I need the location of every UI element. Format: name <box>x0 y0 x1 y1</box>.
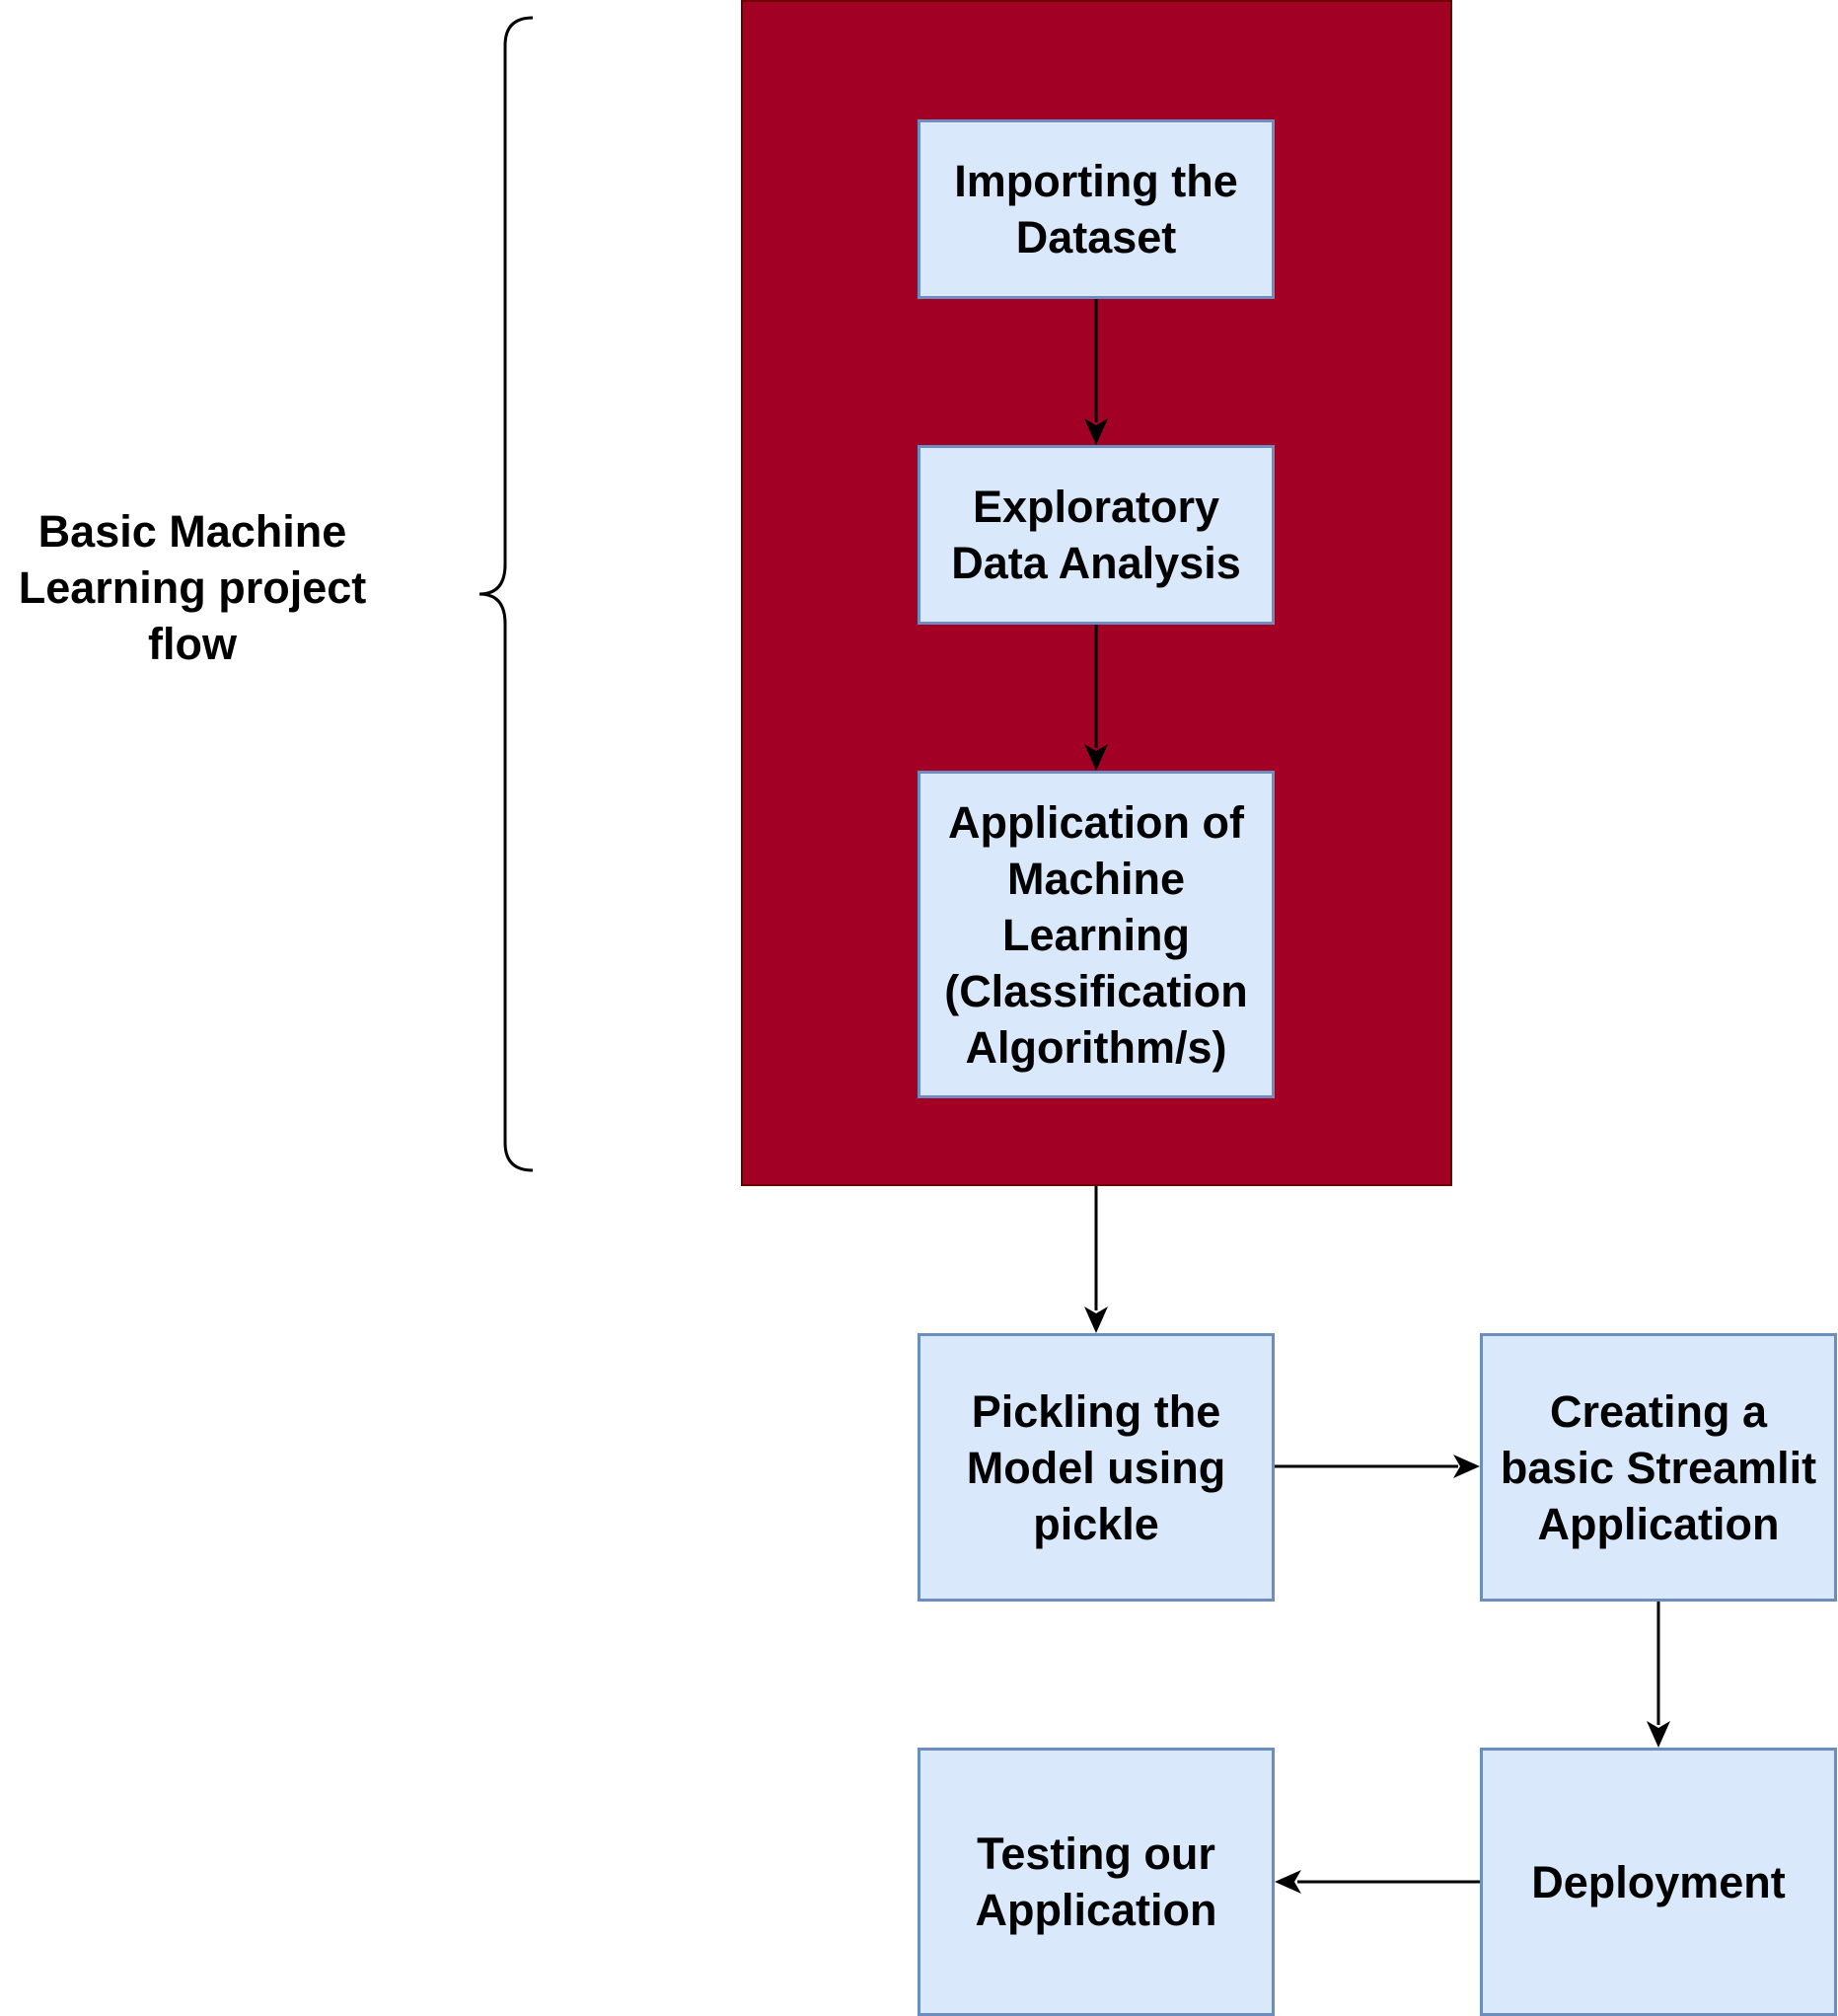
node-exploratory-data-analysis-label: Exploratory Data Analysis <box>951 482 1241 588</box>
node-deployment-label: Deployment <box>1531 1856 1786 1907</box>
node-creating-streamlit-app-label: Creating a basic Streamlit Application <box>1500 1385 1817 1549</box>
arrowhead-deployment-to-testing <box>1275 1870 1301 1894</box>
node-testing-application-label: Testing our Application <box>975 1829 1217 1935</box>
brace-label: Basic Machine Learning project flow <box>18 506 367 669</box>
node-exploratory-data-analysis: Exploratory Data Analysis <box>918 445 1275 625</box>
node-deployment: Deployment <box>1480 1748 1837 2016</box>
node-application-of-ml-label: Application of Machine Learning (Classif… <box>944 796 1248 1073</box>
node-testing-application: Testing our Application <box>918 1748 1275 2016</box>
node-importing-dataset-label: Importing the Dataset <box>954 156 1238 262</box>
arrowhead-group-to-pickling <box>1084 1307 1108 1333</box>
arrowhead-eda-to-ml <box>1084 744 1108 771</box>
node-pickling-model-label: Pickling the Model using pickle <box>966 1385 1226 1549</box>
node-pickling-model: Pickling the Model using pickle <box>918 1333 1275 1602</box>
node-creating-streamlit-app: Creating a basic Streamlit Application <box>1480 1333 1837 1602</box>
arrowhead-pickling-to-streamlit <box>1453 1455 1480 1478</box>
node-importing-dataset: Importing the Dataset <box>918 119 1275 299</box>
arrowhead-streamlit-to-deployment <box>1647 1721 1670 1748</box>
arrowhead-import-to-eda <box>1084 418 1108 445</box>
curly-brace <box>478 16 534 1172</box>
node-application-of-ml: Application of Machine Learning (Classif… <box>918 771 1275 1098</box>
